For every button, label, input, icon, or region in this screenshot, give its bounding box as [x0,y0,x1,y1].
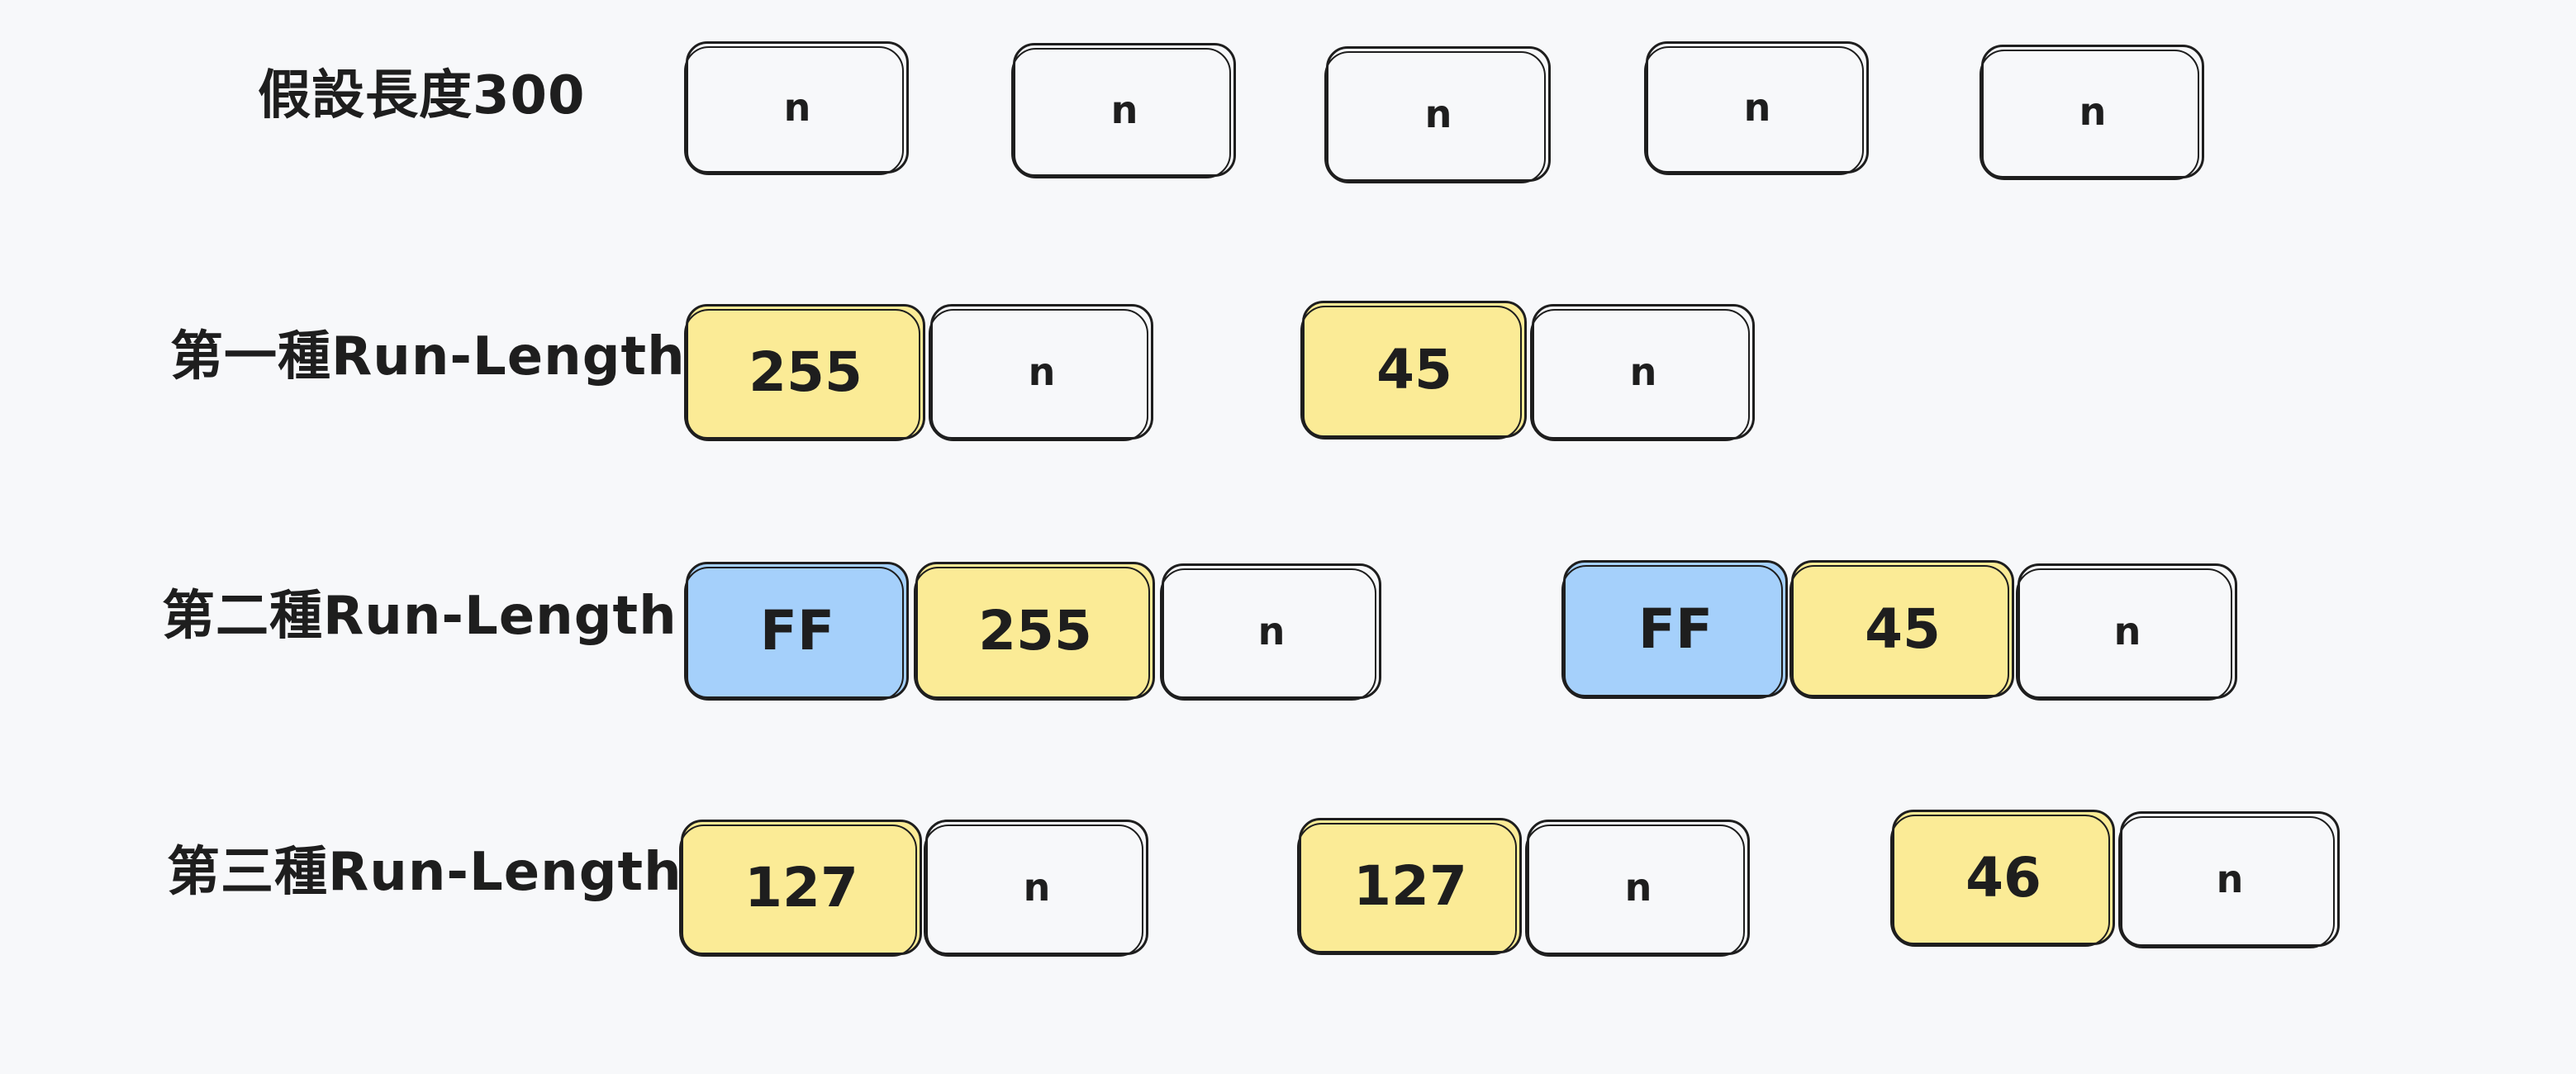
cell-text: n [1023,865,1051,910]
cell-text: 45 [1865,596,1941,661]
data-cell: n [1530,304,1755,441]
cell-text: 45 [1376,337,1452,402]
marker-cell: FF [684,562,909,701]
data-cell: n [1324,46,1551,183]
cell-text: FF [759,598,835,663]
length-cell: 255 [914,562,1155,701]
row-label-run-length-type-2: 第二種Run-Length [162,586,677,647]
data-cell: n [929,304,1153,441]
cell-text: n [1110,88,1138,132]
length-cell: 45 [1789,560,2014,699]
cell-text: n [1624,865,1652,910]
cell-text: n [2079,89,2107,134]
cell-text: FF [1637,596,1713,661]
cell-text: 255 [978,598,1092,663]
cell-text: 46 [1965,845,2041,910]
data-cell: n [1980,45,2204,180]
cell-text: n [2113,609,2141,653]
length-cell: 46 [1890,810,2115,947]
cell-text: 127 [1353,853,1467,918]
cell-text: 127 [744,855,858,920]
cell-text: n [1743,85,1771,130]
cell-text: n [783,85,811,130]
data-cell: n [1644,41,1869,175]
cell-text: n [1257,609,1286,653]
cell-text: 255 [749,340,863,404]
marker-cell: FF [1561,560,1788,699]
row-label-run-length-type-3: 第三種Run-Length [167,842,682,903]
data-cell: n [2118,811,2340,948]
cell-text: n [1629,349,1657,394]
cell-text: n [2216,857,2244,901]
length-cell: 127 [1297,818,1522,955]
data-cell: n [1525,820,1750,957]
row-label-assumed-length: 假設長度300 [258,65,586,126]
data-cell: n [924,820,1148,957]
data-cell: n [1160,563,1381,701]
data-cell: n [684,41,909,175]
length-cell: 127 [679,820,922,957]
cell-text: n [1424,92,1452,136]
row-label-run-length-type-1: 第一種Run-Length [170,326,686,387]
cell-text: n [1028,349,1056,394]
data-cell: n [2016,563,2237,701]
length-cell: 45 [1300,301,1527,440]
length-cell: 255 [684,304,925,441]
data-cell: n [1011,43,1236,178]
